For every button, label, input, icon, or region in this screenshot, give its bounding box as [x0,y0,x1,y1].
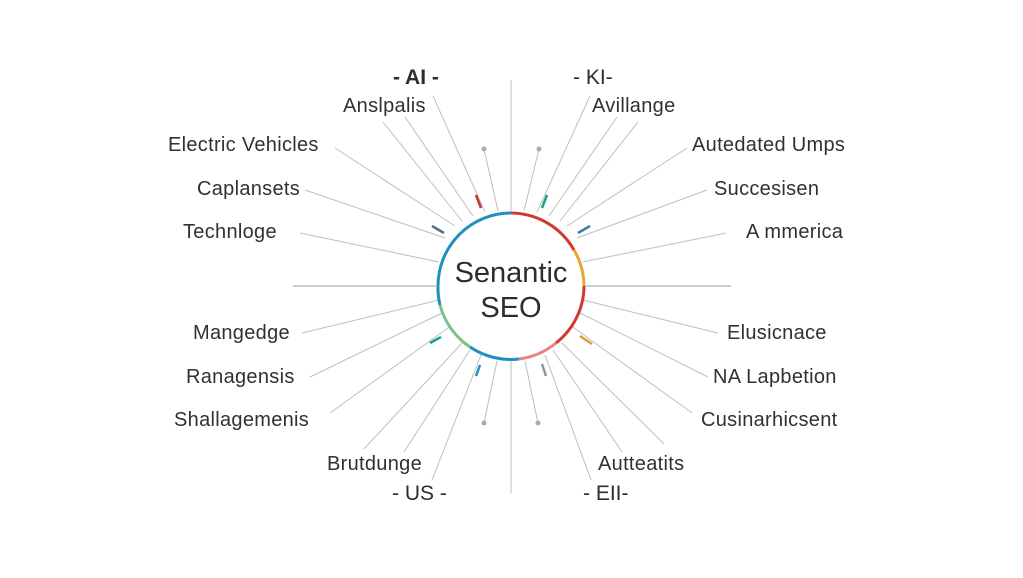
label-autteatits: Autteatits [598,453,685,475]
axis-label-us: - US - [392,482,447,505]
label-shallagemenis: Shallagemenis [174,409,310,431]
label-succesisen: Succesisen [714,178,820,200]
accent-ticks [429,194,593,377]
axis-label-eii: - EII- [583,482,629,505]
center-title-line1: Senantic [454,257,568,289]
label-autedated-umps: Autedated Umps [692,134,846,156]
label-brutdunge: Brutdunge [327,453,422,475]
label-electric-vehicles: Electric Vehicles [168,134,319,156]
label-caplansets: Caplansets [197,178,301,200]
label-avillange: Avillange [592,95,676,117]
center-ring [436,211,586,361]
label-na-lapbetion: NA Lapbetion [713,366,837,388]
label-ranagensis: Ranagensis [186,366,295,388]
label-elusicnace: Elusicnace [727,322,827,344]
spoke-dots [481,146,542,426]
label-mangedge: Mangedge [193,322,290,344]
center-title-line2: SEO [480,292,542,324]
spokes [293,80,731,493]
axis-label-ki: - KI- [573,66,613,89]
label-technloge: Technloge [183,221,277,243]
axis-label-ai: - AI - [393,66,439,89]
label-cusinarhicsent: Cusinarhicsent [701,409,838,431]
label-america: A mmerica [746,221,844,243]
label-anslpalis: Anslpalis [343,95,426,117]
center-title: Senantic SEO [436,256,586,326]
